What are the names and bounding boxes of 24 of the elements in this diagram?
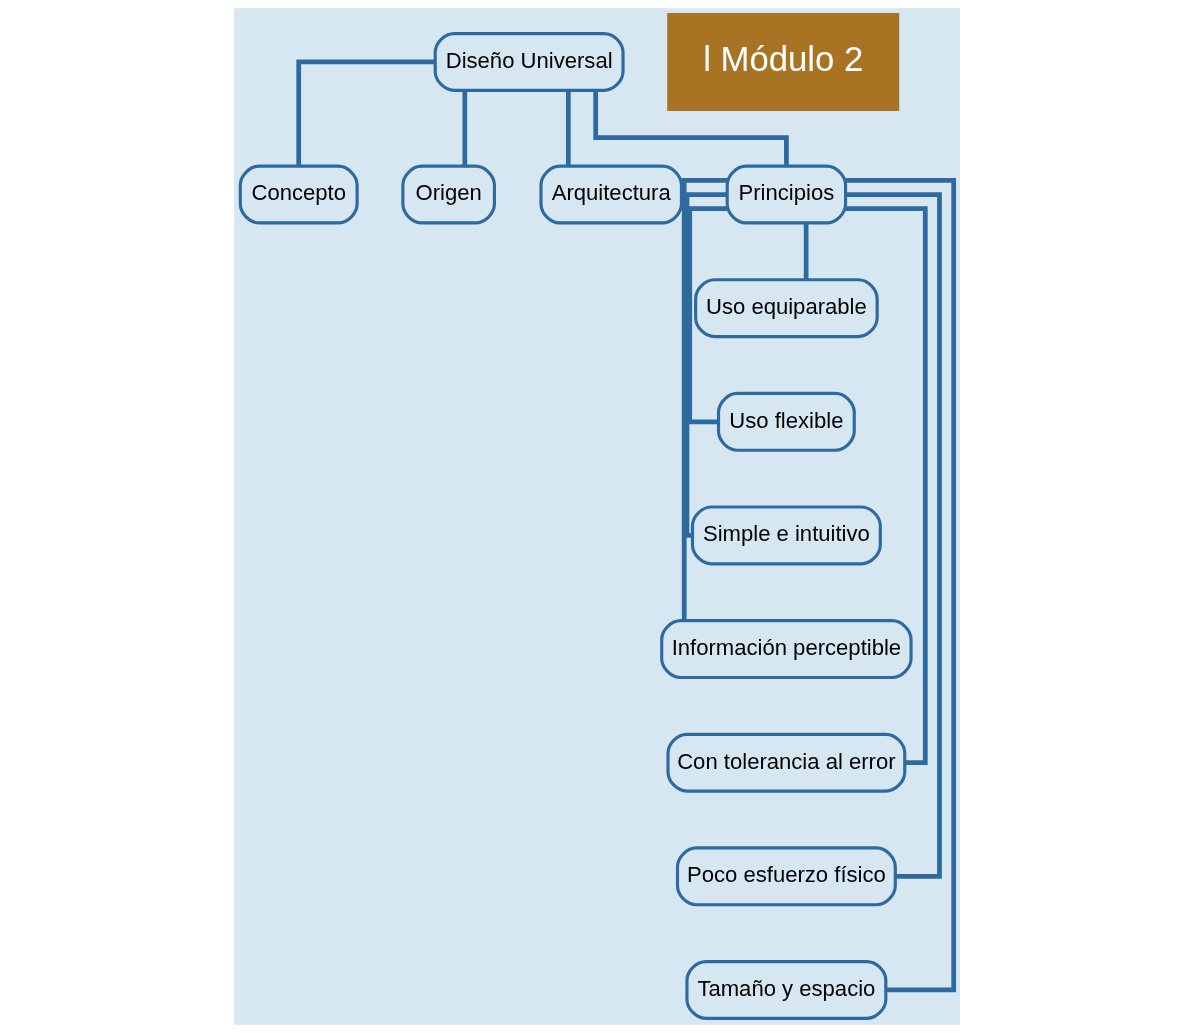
connector (845, 177, 957, 993)
node-box: Información perceptible (660, 619, 913, 680)
connector (803, 223, 809, 280)
node-box: Poco esfuerzo físico (675, 846, 897, 907)
connector (845, 206, 928, 766)
node-box: l Módulo 2 (667, 13, 900, 111)
node-box: Principios (725, 164, 848, 225)
connector (296, 59, 435, 166)
node-box: Con tolerancia al error (666, 732, 907, 793)
connector (845, 192, 942, 879)
connector (593, 90, 789, 166)
node-box: Simple e intuitivo (690, 505, 882, 566)
connector (565, 90, 571, 166)
node-box: Uso equiparable (694, 278, 879, 339)
connector (684, 192, 727, 538)
connector (687, 206, 727, 425)
connector (681, 177, 727, 621)
node-box: Uso flexible (716, 391, 856, 452)
node-box: Diseño Universal (433, 31, 625, 92)
node-box: Origen (401, 164, 496, 225)
node-box: Arquitectura (539, 164, 684, 225)
connector (462, 90, 468, 166)
node-box: Concepto (238, 164, 359, 225)
node-box: Tamaño y espacio (685, 960, 888, 1020)
